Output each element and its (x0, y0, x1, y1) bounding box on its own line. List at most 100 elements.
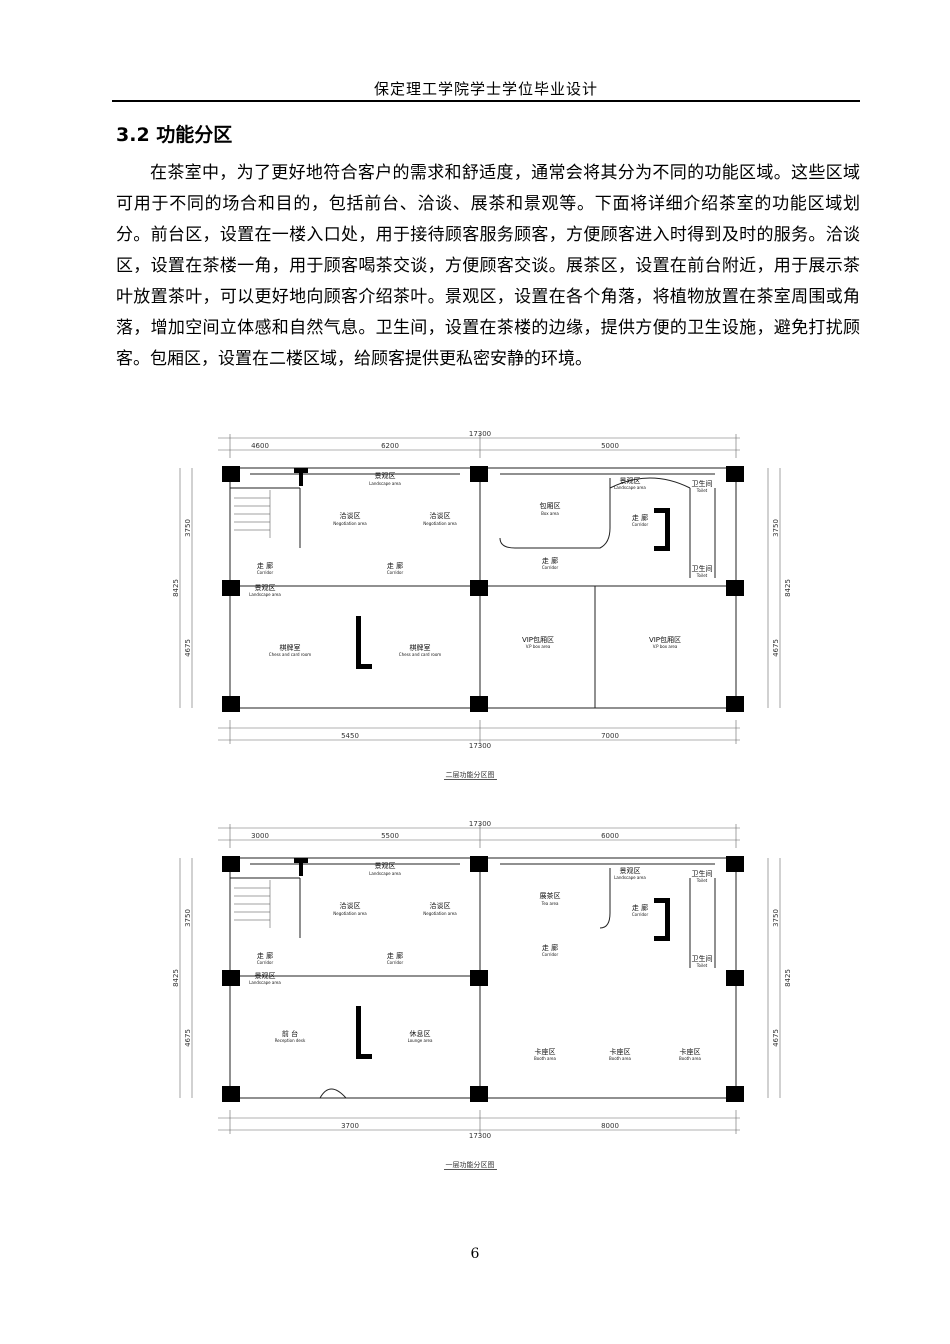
dim-total-top: 17300 (469, 820, 491, 828)
dim-right-2: 4675 (772, 639, 780, 657)
label-corridor-right-en: Corridor (632, 522, 649, 527)
label-toilet-2: 卫生间 (692, 564, 713, 573)
first-floor-caption-text: 一层功能分区图 (443, 1161, 497, 1170)
label-corridor-1-en: Corridor (257, 570, 274, 575)
label-vip-box-2: VIP包厢区 (649, 635, 681, 644)
label-corridor-3-en: Corridor (542, 565, 559, 570)
label-booth-1: 卡座区 (535, 1047, 556, 1056)
label-booth-1-en: Booth area (534, 1056, 556, 1061)
label-tea-area: 展茶区 (540, 891, 561, 900)
label-landscape-top: 景观区 (375, 472, 396, 480)
label-tea-area-en: Tea area (541, 901, 559, 906)
label-booth-3: 卡座区 (680, 1047, 701, 1056)
label-toilet-2-en: Toilet (696, 963, 708, 968)
label-landscape-left: 景观区 (255, 972, 276, 980)
label-corridor-1: 走 廊 (257, 951, 273, 960)
label-corridor-right: 走 廊 (632, 513, 648, 522)
label-corridor-3: 走 廊 (542, 556, 558, 565)
label-corridor-2: 走 廊 (387, 951, 403, 960)
label-landscape-right-en: Landscape area (614, 485, 646, 490)
label-lounge-en: Lounge area (408, 1038, 433, 1043)
dim-left-total: 8425 (172, 969, 180, 987)
first-floor-plan: 17300 3000 5500 6000 3700 8000 17300 375… (170, 818, 800, 1138)
dim-left-2: 4675 (184, 1029, 192, 1047)
label-corridor-right-en: Corridor (632, 912, 649, 917)
label-corridor-3: 走 廊 (542, 943, 558, 952)
label-corridor-3-en: Corridor (542, 952, 559, 957)
label-reception-en: Reception desk (275, 1038, 306, 1043)
second-floor-caption-text: 二层功能分区图 (443, 771, 497, 780)
label-corridor-2: 走 廊 (387, 561, 403, 570)
label-vip-box-1: VIP包厢区 (522, 635, 554, 644)
label-toilet-1: 卫生间 (692, 479, 713, 488)
label-toilet-1-en: Toilet (696, 488, 708, 493)
dim-right-1: 3750 (772, 909, 780, 927)
dim-top-2: 6200 (381, 442, 399, 450)
label-negotiation-2-en: Negotiation area (423, 911, 457, 916)
dim-left-2: 4675 (184, 639, 192, 657)
label-landscape-right: 景观区 (620, 867, 641, 875)
label-chess-room-1-en: Chess and card room (269, 652, 312, 657)
page-header: 保定理工学院学士学位毕业设计 (373, 80, 598, 98)
label-landscape-right-en: Landscape area (614, 875, 646, 880)
label-booth-2-en: Booth area (609, 1056, 631, 1061)
label-corridor-2-en: Corridor (387, 960, 404, 965)
label-booth-3-en: Booth area (679, 1056, 701, 1061)
dim-right-total: 8425 (784, 579, 792, 597)
label-landscape-left-en: Landscape area (249, 980, 281, 985)
label-landscape-top-en: Landscape area (369, 871, 401, 876)
first-floor-caption: 一层功能分区图 (370, 1160, 570, 1170)
dim-bottom-1: 3700 (341, 1122, 359, 1130)
label-corridor-1-en: Corridor (257, 960, 274, 965)
label-reception: 前 台 (282, 1029, 298, 1038)
dim-left-1: 3750 (184, 519, 192, 537)
dim-total-top: 17300 (469, 430, 491, 438)
label-negotiation-1-en: Negotiation area (333, 521, 367, 526)
dim-right-2: 4675 (772, 1029, 780, 1047)
header-rule (112, 100, 860, 102)
label-landscape-right: 景观区 (620, 477, 641, 485)
label-toilet-2: 卫生间 (692, 954, 713, 963)
label-negotiation-2: 洽谈区 (430, 901, 451, 910)
page-number: 6 (470, 1246, 480, 1262)
dim-left-1: 3750 (184, 909, 192, 927)
label-landscape-left-en: Landscape area (249, 592, 281, 597)
label-corridor-2-en: Corridor (387, 570, 404, 575)
label-corridor-right: 走 廊 (632, 903, 648, 912)
label-toilet-2-en: Toilet (696, 573, 708, 578)
label-negotiation-1-en: Negotiation area (333, 911, 367, 916)
dim-top-1: 4600 (251, 442, 269, 450)
label-vip-box-1-en: V.P box area (526, 644, 551, 649)
dim-bottom-1: 5450 (341, 732, 359, 740)
dim-top-2: 5500 (381, 832, 399, 840)
label-toilet-1-en: Toilet (696, 878, 708, 883)
dim-top-3: 5000 (601, 442, 619, 450)
body-paragraph: 在茶室中，为了更好地符合客户的需求和舒适度，通常会将其分为不同的功能区域。这些区… (116, 163, 860, 369)
label-landscape-left: 景观区 (255, 584, 276, 592)
first-floor-plan-drawing: 17300 3000 5500 6000 3700 8000 17300 375… (172, 820, 792, 1138)
label-landscape-top: 景观区 (375, 862, 396, 870)
label-box-area: 包厢区 (540, 501, 561, 510)
second-floor-plan-drawing: 17300 4600 6200 5000 5450 7000 17300 375… (172, 430, 792, 748)
label-landscape-top-en: Landscape area (369, 481, 401, 486)
label-chess-room-1: 棋牌室 (280, 643, 301, 652)
label-lounge: 休息区 (410, 1029, 431, 1038)
second-floor-caption: 二层功能分区图 (370, 770, 570, 780)
dim-total-bottom: 17300 (469, 1132, 491, 1138)
dim-bottom-2: 8000 (601, 1122, 619, 1130)
dim-total-bottom: 17300 (469, 742, 491, 748)
label-toilet-1: 卫生间 (692, 869, 713, 878)
label-vip-box-2-en: V.P box area (653, 644, 678, 649)
dim-bottom-2: 7000 (601, 732, 619, 740)
dim-top-1: 3000 (251, 832, 269, 840)
label-box-area-en: Box area (541, 511, 559, 516)
dim-right-1: 3750 (772, 519, 780, 537)
label-negotiation-2: 洽谈区 (430, 511, 451, 520)
dim-top-3: 6000 (601, 832, 619, 840)
label-booth-2: 卡座区 (610, 1047, 631, 1056)
dim-right-total: 8425 (784, 969, 792, 987)
second-floor-plan: 17300 4600 6200 5000 5450 7000 17300 375… (170, 428, 800, 748)
label-negotiation-1: 洽谈区 (340, 901, 361, 910)
section-title: 3.2 功能分区 (116, 124, 233, 146)
dim-left-total: 8425 (172, 579, 180, 597)
